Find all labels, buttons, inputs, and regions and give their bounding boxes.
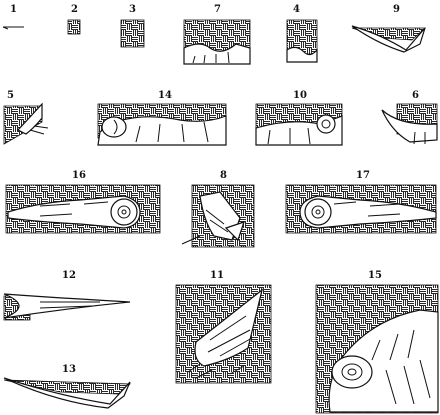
figure-10: 10: [256, 90, 342, 145]
figure-label: 5: [7, 90, 14, 101]
figure-13: 13: [4, 364, 130, 408]
figure-14: 14: [98, 90, 226, 145]
figure-8: 8: [182, 170, 254, 247]
figure-15: 15: [316, 270, 438, 413]
figure-label: 3: [129, 4, 136, 15]
figure-label: 17: [356, 170, 370, 181]
figure-17: 17: [286, 170, 436, 233]
figure-label: 1: [10, 4, 17, 15]
figure-9: 9: [352, 4, 425, 52]
figure-label: 11: [210, 270, 224, 281]
figure-label: 14: [158, 90, 172, 101]
figure-label: 4: [293, 4, 300, 15]
figure-label: 7: [214, 4, 221, 15]
figure-label: 13: [62, 364, 76, 375]
figure-label: 10: [293, 90, 307, 101]
figure-label: 6: [412, 90, 419, 101]
figure-5: 5: [4, 90, 48, 144]
figure-label: 12: [62, 270, 76, 281]
figure-7: 7: [184, 4, 250, 64]
figure-label: 16: [72, 170, 86, 181]
figure-1: 1: [3, 4, 24, 29]
figure-16: 16: [6, 170, 160, 233]
figure-2: 2: [68, 4, 80, 34]
figure-label: 2: [71, 4, 78, 15]
figure-label: 8: [220, 170, 227, 181]
figure-4: 4: [287, 4, 317, 62]
figure-3: 3: [121, 4, 144, 47]
figure-11: 11: [176, 270, 271, 383]
figure-label: 9: [393, 4, 400, 15]
figure-label: 15: [368, 270, 382, 281]
figure-12: 12: [4, 270, 130, 320]
figure-6: 6: [382, 90, 437, 144]
